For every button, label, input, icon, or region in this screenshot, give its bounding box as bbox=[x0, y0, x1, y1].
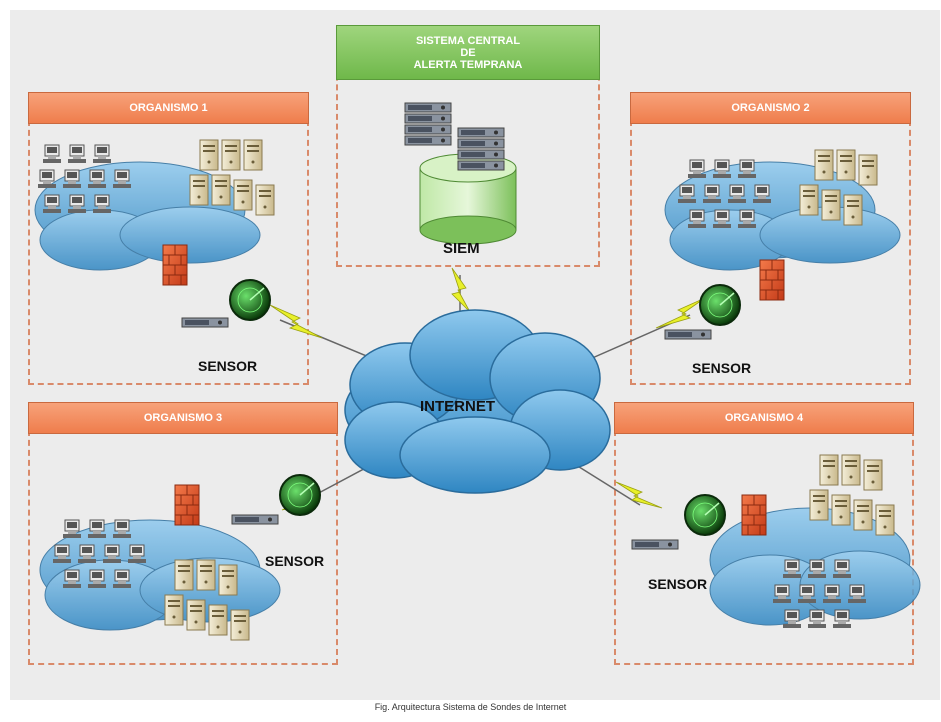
organismo-2-label: ORGANISMO 2 bbox=[731, 102, 810, 114]
internet-cloud-icon bbox=[344, 309, 611, 494]
sensor-appliance-icon bbox=[631, 539, 679, 550]
organismo-4-network bbox=[631, 454, 921, 629]
organismo-4-header: ORGANISMO 4 bbox=[614, 402, 914, 434]
firewall-icon bbox=[741, 494, 767, 536]
sensor-radar-icon bbox=[229, 279, 271, 321]
organismo-1-label: ORGANISMO 1 bbox=[129, 102, 208, 114]
siem-label: SIEM bbox=[443, 240, 480, 257]
sensor-appliance-icon bbox=[181, 317, 229, 328]
sensor-appliance-icon bbox=[664, 329, 712, 340]
sensor-label-3: SENSOR bbox=[265, 553, 325, 569]
central-title-line-2: DE bbox=[460, 46, 476, 59]
firewall-icon bbox=[759, 259, 785, 301]
central-title-line-1: SISTEMA CENTRAL bbox=[415, 34, 521, 47]
internet-label: INTERNET bbox=[420, 398, 495, 415]
organismo-1-header: ORGANISMO 1 bbox=[28, 92, 309, 124]
firewall-icon bbox=[174, 484, 200, 526]
organismo-3-network bbox=[39, 474, 321, 641]
central-system-header: SISTEMA CENTRAL DE ALERTA TEMPRANA bbox=[336, 25, 600, 80]
organismo-2-network bbox=[664, 149, 901, 340]
sensor-radar-icon bbox=[699, 284, 741, 326]
firewall-icon bbox=[162, 244, 188, 286]
organismo-4-label: ORGANISMO 4 bbox=[724, 412, 804, 424]
sensor-radar-icon bbox=[279, 474, 321, 516]
organismo-3-header: ORGANISMO 3 bbox=[28, 402, 338, 434]
central-title-line-3: ALERTA TEMPRANA bbox=[413, 58, 523, 71]
organismo-2-header: ORGANISMO 2 bbox=[630, 92, 911, 124]
sensor-appliance-icon bbox=[231, 514, 279, 525]
organismo-3-label: ORGANISMO 3 bbox=[143, 412, 223, 424]
sensor-label-4: SENSOR bbox=[648, 576, 708, 592]
sensor-radar-icon bbox=[684, 494, 726, 536]
sensor-label-2: SENSOR bbox=[692, 360, 752, 376]
organismo-1-network bbox=[34, 139, 275, 328]
figure-caption: Fig. Arquitectura Sistema de Sondes de I… bbox=[374, 702, 567, 712]
sensor-label-1: SENSOR bbox=[198, 358, 258, 374]
